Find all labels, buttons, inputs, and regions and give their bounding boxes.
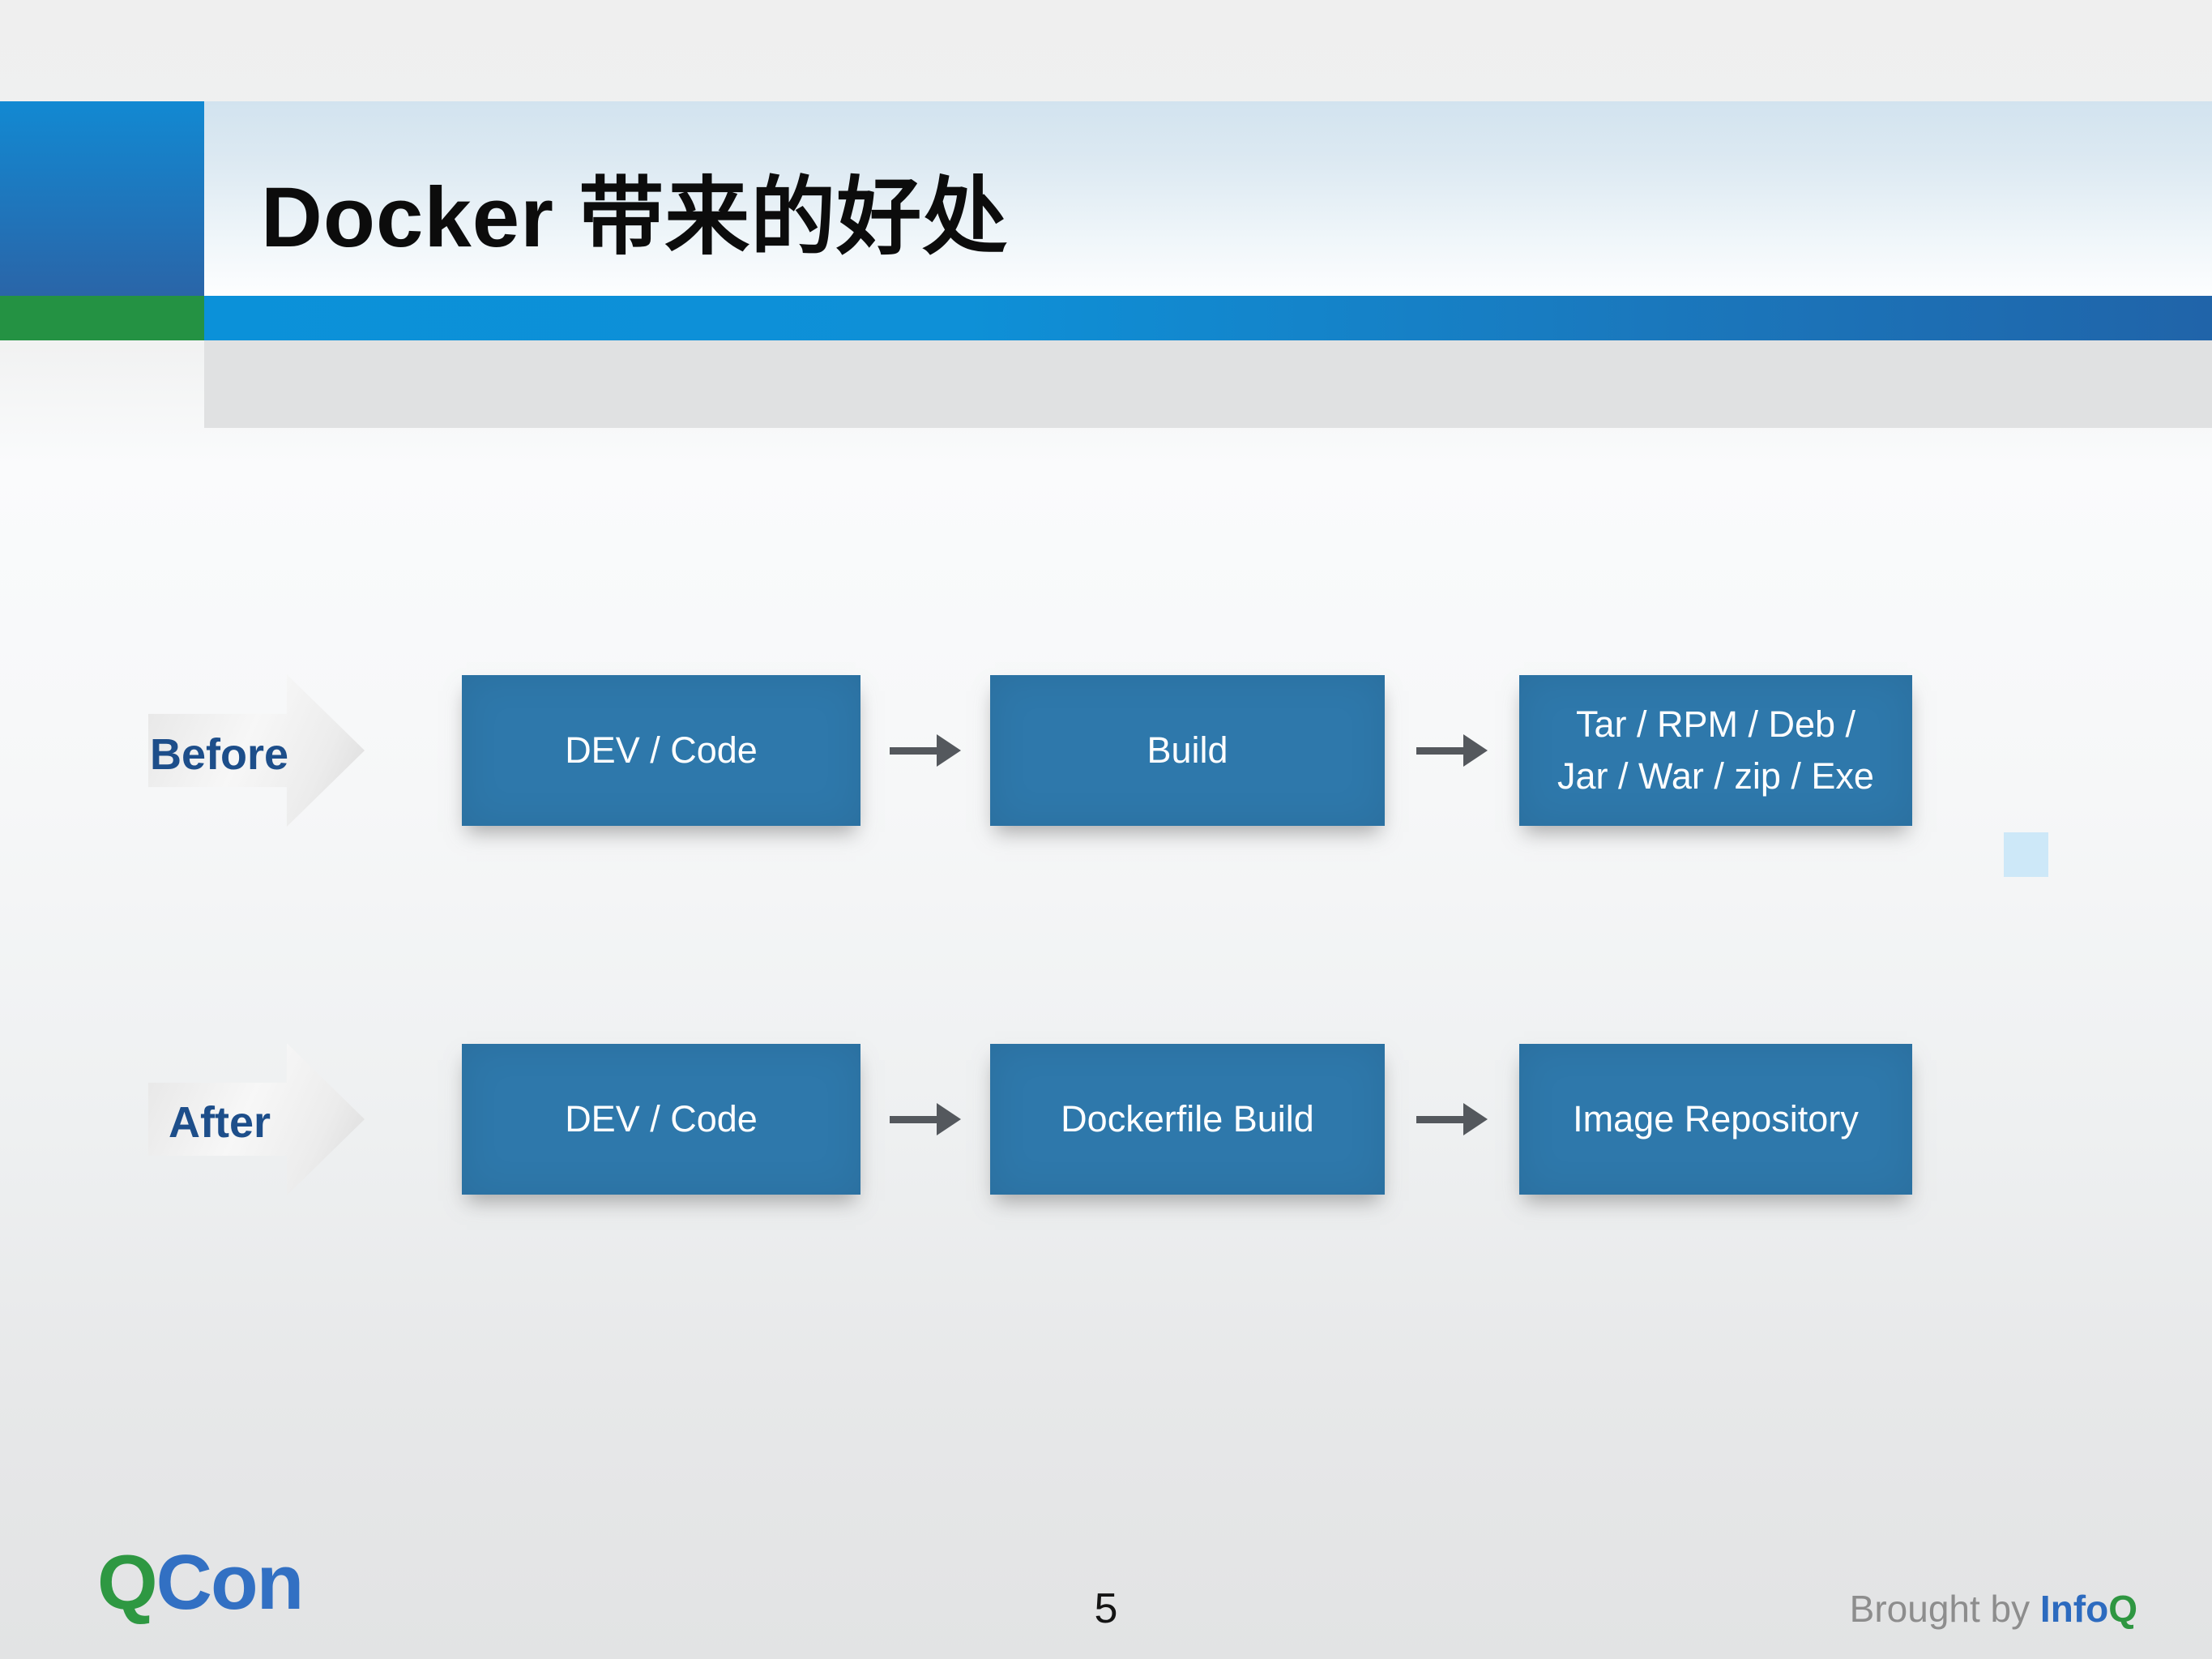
qcon-logo-con: Con: [156, 1539, 305, 1626]
header-blue-stripe: [204, 296, 2212, 340]
arrow-shaft: [1416, 1116, 1465, 1123]
arrow-head: [937, 734, 961, 767]
flow-box-dockerfile-build: Dockerfile Build: [990, 1044, 1385, 1195]
flow-box-line: Jar / War / zip / Exe: [1557, 755, 1874, 797]
infoq-logo-q: Q: [2108, 1588, 2137, 1630]
arrow-right-icon: [890, 734, 961, 767]
brought-by-text: Brought by: [1849, 1588, 2031, 1630]
spacer: [2030, 1588, 2040, 1630]
flow-box-line: Build: [1147, 729, 1228, 772]
flow-box-build: Build: [990, 675, 1385, 826]
flow-box-line: Image Repository: [1573, 1098, 1859, 1140]
page-number: 5: [1094, 1585, 1118, 1632]
arrow-right-icon: [1416, 734, 1488, 767]
arrow-shaft: [890, 1116, 938, 1123]
flow-box-artifacts: Tar / RPM / Deb / Jar / War / zip / Exe: [1519, 675, 1912, 826]
header-green-square: [0, 296, 204, 340]
arrow-shaft: [1416, 747, 1465, 755]
brought-by-infoq: Brought by InfoQ: [1850, 1587, 2137, 1631]
header-title-band: Docker 带来的好处: [204, 101, 2212, 296]
arrow-shaft: [890, 747, 938, 755]
arrow-right-icon: [1416, 1103, 1488, 1135]
arrow-head: [1463, 1103, 1488, 1135]
page-title: Docker 带来的好处: [261, 170, 1009, 265]
infoq-logo-info: Info: [2039, 1588, 2109, 1630]
flow-box-dev-code-after: DEV / Code: [462, 1044, 860, 1195]
flow-box-line: DEV / Code: [565, 729, 758, 772]
flow-box-line: DEV / Code: [565, 1098, 758, 1140]
qcon-logo: QCon: [97, 1538, 305, 1627]
flow-box-image-repository: Image Repository: [1519, 1044, 1912, 1195]
flow-box-line: Tar / RPM / Deb /: [1575, 703, 1856, 746]
header-gray-band: [204, 340, 2212, 428]
arrow-head: [1463, 734, 1488, 767]
header-blue-square: [0, 101, 204, 296]
decorative-light-blue-square: [2004, 832, 2048, 877]
row-label-before: Before: [150, 730, 289, 779]
arrow-head: [937, 1103, 961, 1135]
arrow-right-icon: [890, 1103, 961, 1135]
flow-box-line: Dockerfile Build: [1061, 1098, 1314, 1140]
flow-box-dev-code-before: DEV / Code: [462, 675, 860, 826]
row-label-after: After: [169, 1098, 271, 1147]
qcon-logo-q: Q: [97, 1539, 158, 1626]
